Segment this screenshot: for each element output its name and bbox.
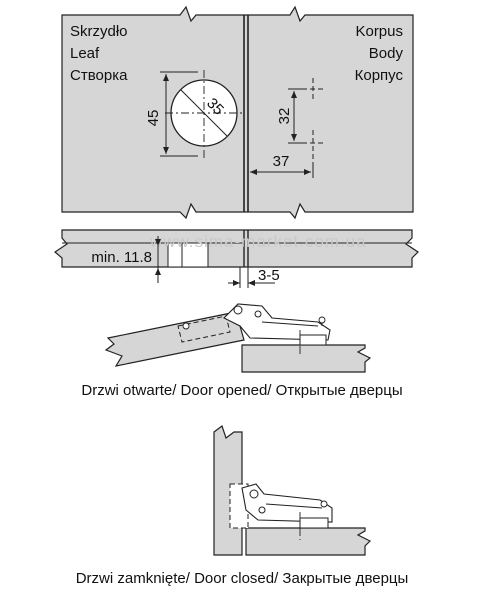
mount-offset-dimension: 37 (250, 153, 314, 178)
body-label-ru: Корпус (355, 67, 404, 84)
caption-door-closed: Drzwi zamknięte/ Door closed/ Закрытые д… (76, 570, 409, 587)
cup-height-dimension: 45 (145, 71, 198, 157)
body-label: Korpus Body Корпус (355, 23, 404, 84)
leaf-label: Skrzydło Leaf Створка (70, 23, 128, 84)
body-label-en: Body (369, 45, 404, 62)
cup-hole: 35 (165, 70, 244, 160)
caption-door-opened: Drzwi otwarte/ Door opened/ Открытые две… (81, 382, 402, 399)
leaf-label-pl: Skrzydło (70, 23, 128, 40)
section-strip (54, 229, 419, 268)
min-thickness-label: min. 11.8 (91, 249, 152, 266)
leaf-label-en: Leaf (70, 45, 100, 62)
mount-offset-label: 37 (273, 153, 290, 170)
mount-holes: 32 (276, 78, 324, 162)
min-thickness-dimension: min. 11.8 (91, 236, 161, 283)
leaf-label-ru: Створка (70, 67, 128, 84)
watermark: www.sima-market.com.ua (149, 232, 367, 251)
mount-spacing-label: 32 (276, 108, 293, 125)
gap-label: 3-5 (258, 267, 280, 284)
door-closed-illustration (213, 425, 372, 556)
body-label-pl: Korpus (355, 23, 403, 40)
gap-dimension: 3-5 (228, 267, 280, 288)
door-opened-illustration (104, 303, 372, 373)
cup-height-label: 45 (145, 110, 162, 127)
